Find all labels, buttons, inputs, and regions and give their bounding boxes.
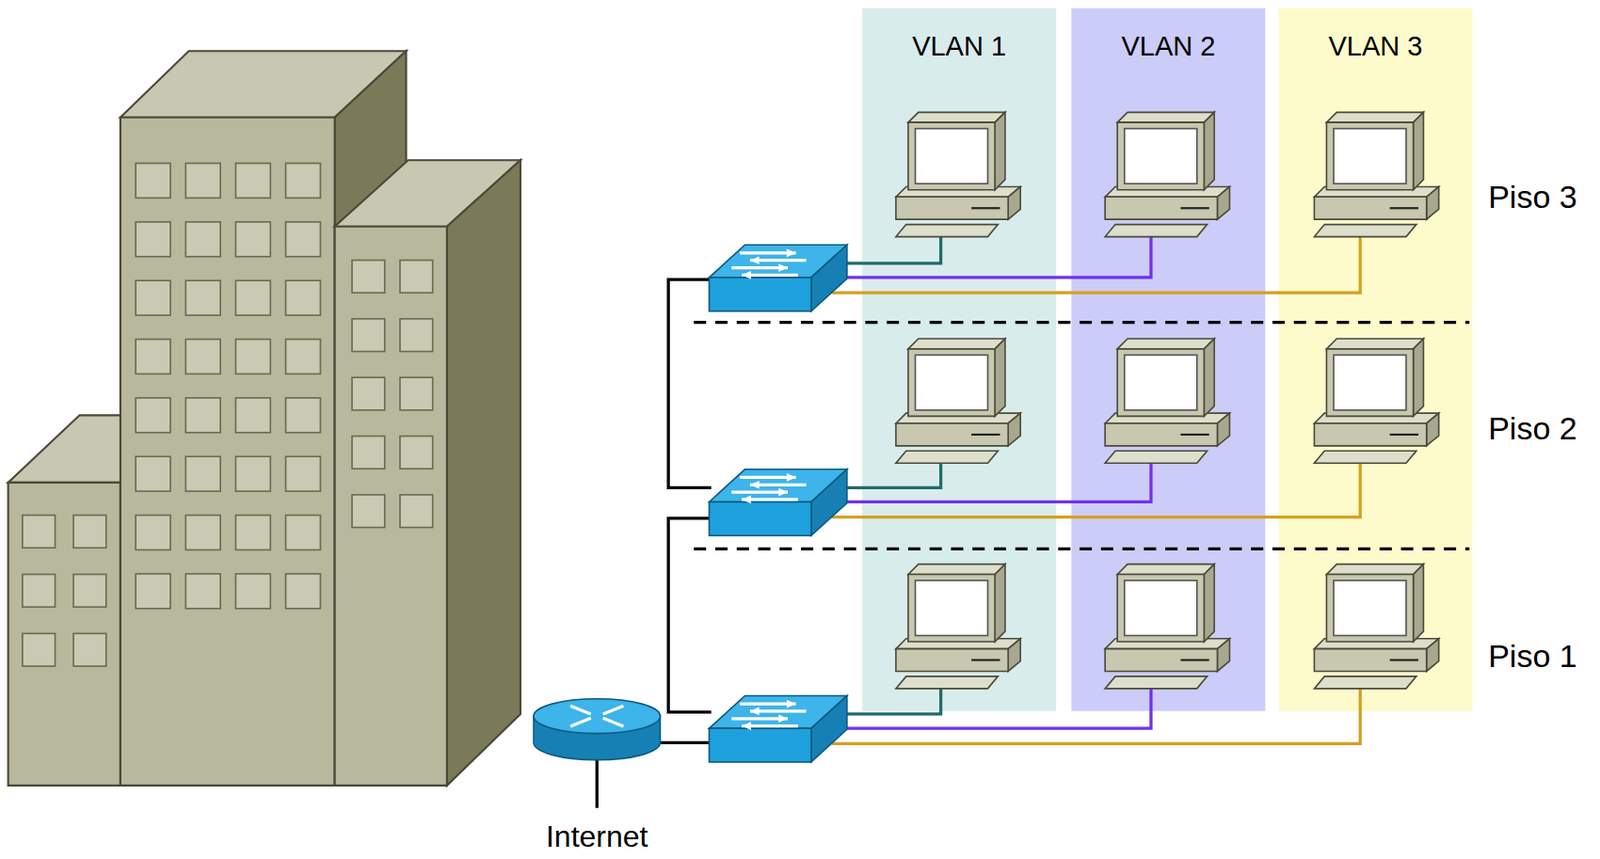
building-window (286, 163, 321, 199)
building-window (352, 260, 385, 294)
building-window (22, 574, 56, 608)
vlan-heading: VLAN 3 (1278, 29, 1472, 64)
building-window (235, 456, 271, 492)
floor-label: Piso 3 (1488, 178, 1578, 216)
building-window (286, 574, 321, 609)
building-window (185, 456, 221, 492)
floor-separator (693, 547, 1470, 551)
pc-icon (896, 564, 1021, 689)
building-window (73, 633, 107, 667)
router-icon (533, 699, 660, 761)
building-window (73, 574, 107, 608)
building-roof (8, 415, 128, 483)
internet-label: Internet (545, 819, 649, 855)
vlan-cable (843, 226, 1152, 278)
building-window (235, 339, 271, 375)
pc-icon (1104, 564, 1230, 689)
building-side (447, 160, 521, 786)
vlan-heading: VLAN 2 (1071, 29, 1265, 64)
vlan-band-fill (1071, 8, 1265, 712)
building-window (286, 280, 321, 316)
vlan-cable (843, 452, 1152, 502)
trunk-cable (668, 279, 712, 488)
building-window (185, 280, 221, 316)
building-window (286, 222, 321, 257)
building-window (400, 319, 433, 352)
building-window (22, 515, 56, 549)
building-front (8, 482, 121, 786)
uplink-cable (653, 741, 712, 745)
pc-icon (1313, 112, 1439, 237)
building-window (286, 515, 321, 551)
building-window (352, 495, 385, 528)
building-window (135, 163, 171, 199)
building-window (135, 398, 171, 433)
building-window (22, 633, 56, 667)
pc-icon (896, 112, 1021, 237)
building-window (235, 280, 271, 316)
building-window (286, 456, 321, 492)
pc-icon (1313, 338, 1439, 464)
building-window (185, 398, 221, 433)
building-window (73, 515, 107, 549)
building-window (400, 495, 433, 528)
vlan-band-fill (862, 8, 1056, 712)
building-window (235, 222, 271, 257)
building-window (185, 222, 221, 257)
building-illustration (8, 50, 521, 786)
floor-label: Piso 2 (1488, 410, 1578, 448)
building-window (135, 574, 171, 609)
building-window (235, 398, 271, 433)
building-window (400, 260, 433, 294)
vlan-cable (843, 678, 1152, 729)
floor-separator (693, 320, 1470, 324)
pc-icon (1313, 564, 1439, 689)
building-window (185, 515, 221, 551)
building-window (135, 280, 171, 316)
building-window (185, 574, 221, 609)
building-window (286, 339, 321, 375)
building-window (352, 319, 385, 352)
building-window (185, 163, 221, 199)
building-window (400, 377, 433, 411)
vlan-heading: VLAN 1 (862, 29, 1056, 64)
pc-icon (1104, 112, 1230, 237)
vlan-band: VLAN 2 (1071, 8, 1265, 712)
switch-icon (709, 695, 848, 762)
building-front (335, 226, 448, 786)
pc-icon (1104, 338, 1230, 464)
vlan-band: VLAN 1 (862, 8, 1056, 712)
building-window (135, 456, 171, 492)
pc-icon (896, 338, 1021, 464)
vlan-band: VLAN 3 (1278, 8, 1472, 712)
building-window (235, 163, 271, 199)
switch-icon (709, 469, 848, 536)
building-window (400, 436, 433, 470)
building-window (235, 574, 271, 609)
building-window (135, 515, 171, 551)
trunk-cable (668, 518, 712, 713)
floor-label: Piso 1 (1488, 638, 1578, 675)
building-window (235, 515, 271, 551)
internet-cable (595, 760, 599, 809)
building-window (352, 436, 385, 470)
building-window (135, 222, 171, 257)
building-window (185, 339, 221, 375)
building-window (352, 377, 385, 411)
network-drawing (533, 112, 1470, 808)
building-front (120, 117, 336, 786)
building-window (135, 339, 171, 375)
building-window (286, 398, 321, 433)
switch-icon (709, 244, 848, 311)
vlan-band-fill (1278, 8, 1472, 712)
